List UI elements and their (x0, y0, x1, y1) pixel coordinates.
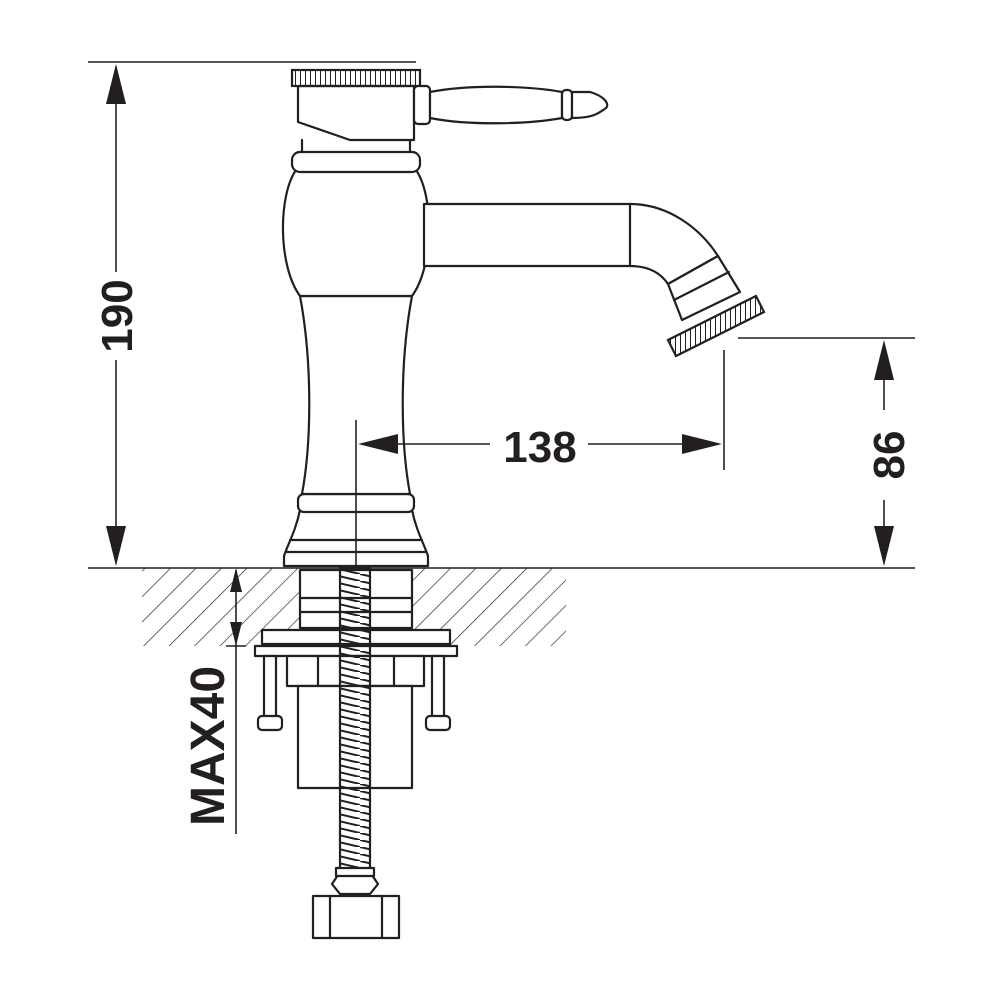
dimension-max-thickness: MAX40 (182, 568, 246, 834)
threaded-rod (338, 566, 372, 888)
dimension-height-total: 190 (88, 61, 416, 566)
dimension-label-max40: MAX40 (182, 666, 235, 826)
dimension-spout-height: 86 (738, 337, 915, 566)
aerator (666, 294, 766, 358)
lever-handle (412, 84, 609, 126)
top-cap (290, 68, 422, 88)
arrow-up-icon (874, 340, 894, 380)
mounting-stud-right (430, 654, 446, 720)
faucet-body (281, 68, 766, 568)
arrow-up-icon (230, 622, 242, 646)
hose-fitting-nut (311, 894, 401, 940)
spout-collar (666, 254, 742, 322)
arrow-down-icon (230, 568, 242, 592)
spout-arm (422, 202, 720, 286)
faucet-upper-body (281, 168, 431, 298)
dimension-label-138: 138 (503, 423, 576, 472)
dimension-label-190: 190 (93, 279, 142, 352)
arrow-right-icon (682, 434, 722, 454)
mounting-stud-left (262, 654, 278, 720)
mounting-hardware (253, 566, 459, 940)
arrow-down-icon (874, 526, 894, 566)
dimension-label-86: 86 (865, 431, 914, 480)
countertop-section (88, 567, 915, 646)
handle-housing (296, 84, 416, 142)
arrow-up-icon (106, 64, 126, 104)
dimension-spout-reach: 138 (355, 350, 725, 566)
faucet-neck-ring (290, 150, 422, 174)
arrow-down-icon (106, 526, 126, 566)
arrow-left-icon (358, 434, 398, 454)
